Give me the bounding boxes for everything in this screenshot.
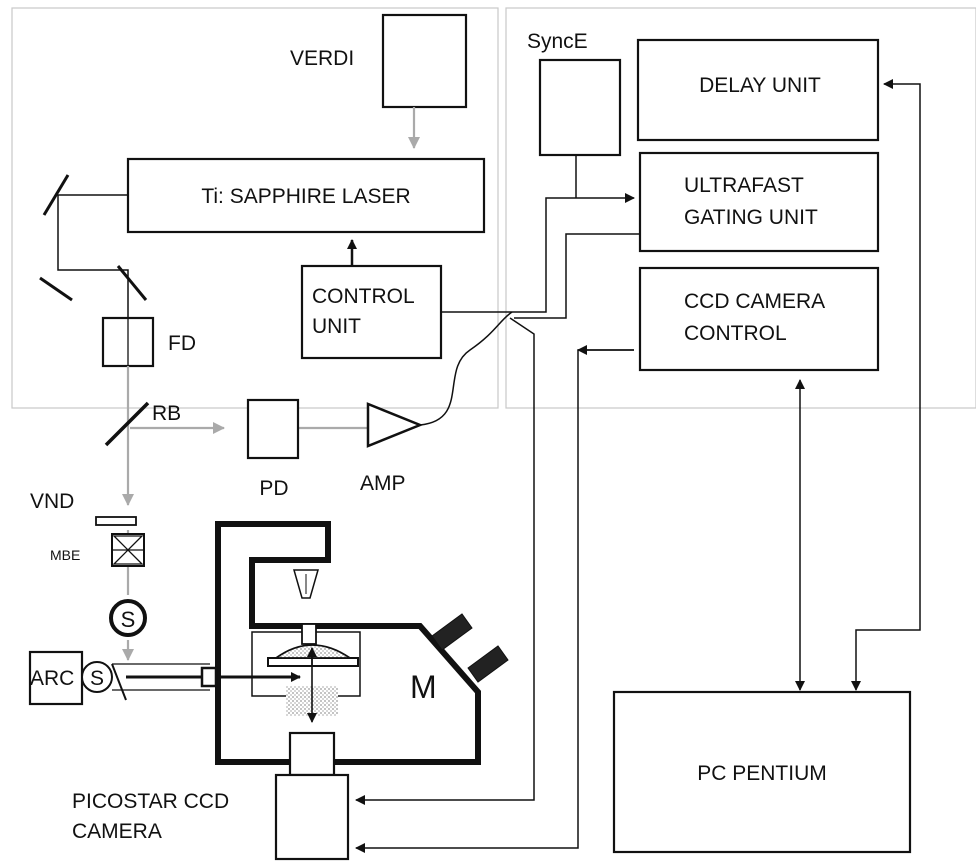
arc-lamp-box: ARC	[28, 650, 84, 706]
synce-box: SyncE	[527, 30, 622, 157]
vnd-label: VND	[30, 490, 74, 513]
cavity-beam-path	[57, 194, 129, 318]
gating-label-line2: GATING UNIT	[684, 206, 818, 229]
pd-label: PD	[259, 477, 288, 500]
ti-sapphire-laser-box: Ti: SAPPHIRE LASER	[126, 157, 486, 234]
arc-shutter-label: S	[90, 667, 104, 690]
synce-label: SyncE	[527, 30, 588, 53]
amplifier: AMP	[360, 402, 424, 495]
gating-output-wire	[514, 233, 640, 319]
control-unit-box: CONTROL UNIT	[300, 264, 443, 360]
verdi-label: VERDI	[290, 47, 354, 70]
microscope: M	[200, 521, 509, 765]
amp-to-sync-cable	[419, 311, 513, 426]
microscope-label: M	[410, 669, 437, 705]
shutter-label: S	[121, 607, 136, 632]
ccd-control-box: CCD CAMERA CONTROL	[638, 266, 880, 372]
gating-to-camera-wire	[355, 317, 535, 805]
fd-label: FD	[168, 332, 196, 355]
rb-label: RB	[152, 402, 181, 425]
arc-label: ARC	[30, 667, 74, 690]
control-label-line1: CONTROL	[312, 285, 415, 308]
camera-label-line2: CAMERA	[72, 820, 162, 843]
shutter-icon: S	[109, 599, 147, 637]
gating-label-line1: ULTRAFAST	[684, 174, 804, 197]
amp-label: AMP	[360, 472, 406, 495]
frequency-doubler-box: FD	[101, 316, 196, 368]
camera-label-line1: PICOSTAR CCD	[72, 790, 229, 813]
arc-shutter-icon: S	[81, 661, 113, 693]
picostar-camera: PICOSTAR CCD CAMERA	[72, 731, 350, 861]
ccd-control-label-line1: CCD CAMERA	[684, 290, 825, 313]
control-label-line2: UNIT	[312, 315, 361, 338]
control-to-gating-wire	[441, 193, 635, 313]
vnd-filter: VND	[30, 490, 137, 526]
pc-label: PC PENTIUM	[697, 762, 827, 785]
delay-unit-box: DELAY UNIT	[636, 38, 880, 142]
mbe-label: MBE	[50, 547, 80, 563]
laser-label: Ti: SAPPHIRE LASER	[201, 185, 410, 208]
ccd-control-label-line2: CONTROL	[684, 322, 787, 345]
arc-mirror	[111, 663, 127, 701]
electronics-panel	[505, 7, 976, 409]
verdi-box: VERDI	[290, 13, 468, 109]
mirror-3	[116, 265, 148, 301]
photodiode-box: PD	[246, 398, 300, 500]
mirror-2	[39, 276, 73, 302]
delay-unit-label: DELAY UNIT	[699, 74, 821, 97]
gating-unit-box: ULTRAFAST GATING UNIT	[638, 151, 880, 253]
pc-delay-unit-link	[851, 79, 921, 691]
mbe-expander: MBE	[50, 533, 145, 567]
pc-pentium-box: PC PENTIUM	[612, 690, 912, 854]
mirror-1	[42, 174, 70, 216]
beam-splitter	[104, 401, 150, 447]
